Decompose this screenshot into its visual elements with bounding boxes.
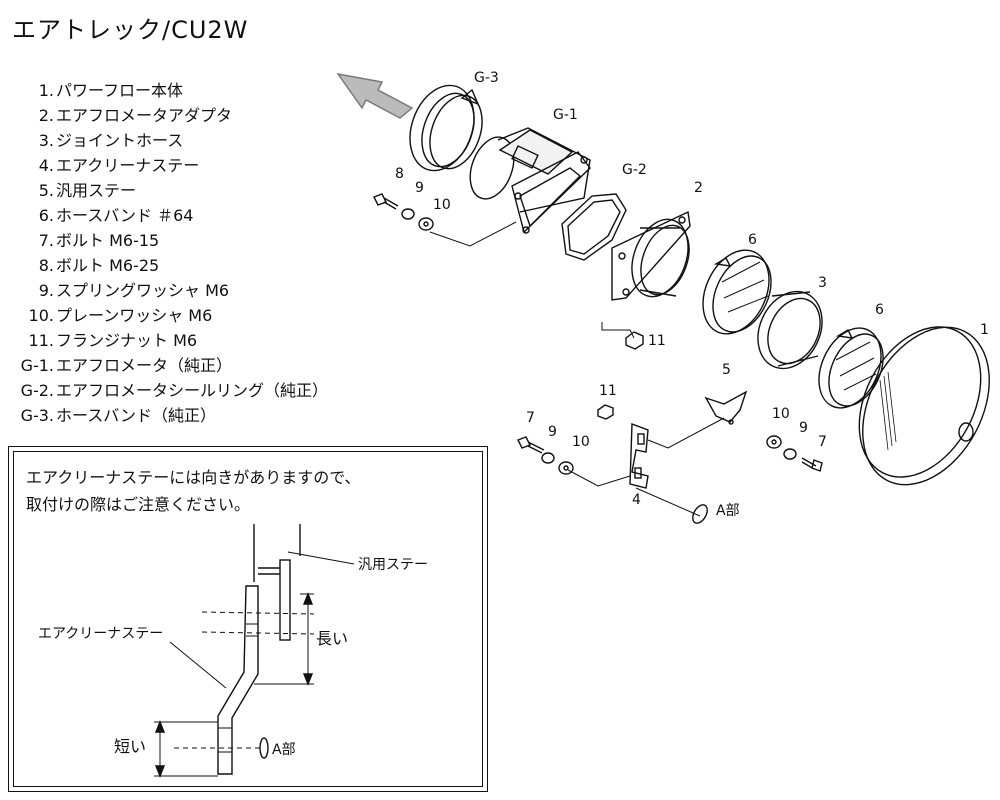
- bolt-7a: [517, 436, 545, 454]
- callout-a-part: A部: [716, 503, 740, 519]
- list-item: 5.汎用ステー: [38, 181, 137, 200]
- list-item: 10.プレーンワッシャ M6: [28, 306, 213, 325]
- cleaner-stay-shape: [217, 585, 259, 775]
- list-item: 7.ボルト M6-15: [38, 231, 160, 250]
- callout-9: 9: [415, 180, 424, 196]
- callout-5: 5: [722, 362, 731, 378]
- hose-band-6b: [818, 327, 884, 409]
- list-item: 8.ボルト M6-25: [38, 256, 160, 275]
- callout-g1: G-1: [553, 107, 578, 123]
- callout-1: 1: [980, 322, 989, 338]
- list-item: G-2.エアフロメータシールリング（純正）: [20, 381, 329, 400]
- callout-g2: G-2: [622, 162, 647, 178]
- callout-11a: 11: [648, 333, 666, 349]
- label-short: 短い: [114, 737, 146, 756]
- callout-10: 10: [433, 197, 451, 213]
- hose-band-g3: [409, 84, 483, 172]
- page-title: エアトレック/CU2W: [12, 16, 249, 44]
- callout-7b: 7: [818, 434, 827, 450]
- callout-9c: 9: [799, 420, 808, 436]
- callout-8: 8: [395, 166, 404, 182]
- list-item: G-3.ホースバンド（純正）: [20, 406, 217, 425]
- air-flow-meter-g1: [469, 127, 591, 234]
- hose-band-6a: [702, 249, 772, 335]
- list-item: 11.フランジナット M6: [28, 331, 198, 350]
- flange-nut-11a: [625, 331, 644, 350]
- list-item: 1.パワーフロー本体: [38, 81, 184, 100]
- list-item: 9.スプリングワッシャ M6: [38, 281, 230, 300]
- general-stay-5: [704, 390, 748, 423]
- airflow-arrow: [336, 73, 414, 119]
- list-item: 4.エアクリーナステー: [38, 156, 200, 175]
- general-stay-bar: [279, 559, 291, 641]
- caution-text: エアクリーナステーには向きがありますので、 取付けの際はご注意ください。: [26, 468, 361, 514]
- power-flow-body: [858, 326, 990, 486]
- flange-nut-11b: [597, 404, 614, 420]
- label-cleaner-stay: エアクリーナステー: [38, 626, 163, 642]
- callout-10b: 10: [572, 434, 590, 450]
- cleaner-stay-4: [629, 423, 649, 489]
- list-item: 6.ホースバンド ＃64: [38, 206, 194, 225]
- callout-10c: 10: [772, 406, 790, 422]
- list-item: G-1.エアフロメータ（純正）: [20, 356, 233, 375]
- list-item: 2.エアフロメータアダプタ: [38, 106, 233, 125]
- air-flow-meter-adapter: [611, 210, 691, 301]
- label-long: 長い: [316, 629, 348, 648]
- label-general-stay: 汎用ステー: [358, 557, 428, 573]
- callout-2: 2: [694, 180, 703, 196]
- callout-g3: G-3: [474, 70, 499, 86]
- seal-ring-g2: [561, 193, 627, 261]
- callout-3: 3: [818, 275, 827, 291]
- list-item: 3.ジョイントホース: [38, 131, 184, 150]
- callout-11b: 11: [599, 383, 617, 399]
- callout-6b: 6: [875, 302, 884, 318]
- parts-list: 1.パワーフロー本体 2.エアフロメータアダプタ 3.ジョイントホース 4.エア…: [14, 78, 328, 428]
- callout-7a: 7: [526, 410, 535, 426]
- callout-4: 4: [632, 492, 641, 508]
- stay-orientation-diagram: 汎用ステー エアクリーナステー 長い 短い A部: [38, 524, 428, 778]
- bolt-7b: [801, 457, 823, 472]
- callout-6a: 6: [748, 232, 757, 248]
- spring-washer-9: [401, 208, 415, 220]
- label-a-part: A部: [272, 742, 296, 758]
- joint-hose: [757, 290, 823, 370]
- callout-9b: 9: [548, 424, 557, 440]
- bolt-8: [373, 193, 399, 210]
- plain-washer-10a: [418, 217, 434, 231]
- caution-box: エアクリーナステーには向きがありますので、 取付けの際はご注意ください。: [8, 446, 488, 792]
